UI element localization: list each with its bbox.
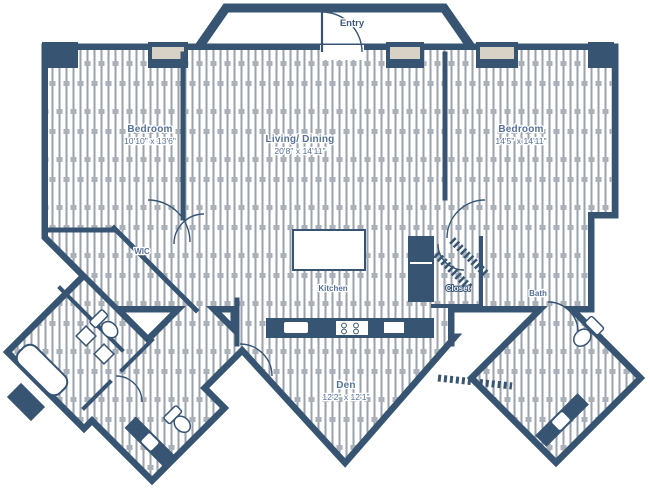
bedroom-right-dims: 14'5" x 14'11"	[495, 136, 546, 146]
stove-icon	[336, 321, 368, 335]
sink-icon	[552, 412, 570, 430]
wing-door-arc	[115, 375, 143, 403]
fridge-icon	[408, 236, 434, 302]
closet-hanger-rods	[433, 237, 513, 390]
den-label: Den	[336, 380, 356, 391]
bedroom-left-door-arc	[147, 199, 191, 243]
hall-door-arc	[173, 213, 205, 245]
bath-door-arc	[547, 301, 579, 333]
sink-icon	[284, 322, 308, 333]
living-dining-label: Living/ Dining	[266, 134, 335, 145]
sink-icon	[75, 325, 97, 347]
bedroom-left-label: Bedroom	[127, 124, 172, 135]
sink-icon	[141, 433, 159, 451]
bedroom-right-door-arc	[446, 199, 486, 239]
shower-icon	[6, 382, 46, 422]
den-dims: 12'2" x 12'1"	[322, 392, 369, 402]
bath-label: Bath	[529, 289, 547, 298]
kitchen-label: Kitchen	[318, 284, 347, 293]
entry-opening	[320, 45, 364, 60]
den-door-arc	[239, 343, 273, 377]
interior-walls	[45, 51, 483, 411]
closet-label: Closet	[446, 284, 471, 293]
room-labels: Entry Bedroom 10'10" x 13'6" Living/ Din…	[123, 17, 549, 404]
tan-infill-blocks	[152, 47, 514, 59]
bathtub-icon	[15, 343, 69, 397]
dishwasher-icon	[384, 322, 404, 333]
floor-hatching	[12, 50, 636, 476]
bedroom-left-dims: 10'10" x 13'6"	[124, 136, 176, 146]
hanger-rod-icon	[437, 374, 513, 390]
entry-door-arc	[321, 11, 363, 53]
kitchen-island	[292, 229, 366, 271]
hanger-rod-icon	[449, 237, 489, 277]
toilet-icon	[584, 315, 605, 336]
hanger-rod-icon	[433, 251, 473, 291]
living-dining-dims: 20'8" x 14'11"	[274, 146, 325, 156]
bath-fixtures	[6, 309, 605, 468]
kitchen-fixtures	[266, 229, 434, 338]
toilet-icon	[89, 309, 109, 329]
closet-door-arc	[437, 243, 465, 271]
bedroom-right-label: Bedroom	[498, 124, 543, 135]
entry-label: Entry	[340, 18, 365, 29]
sink-icon	[93, 343, 115, 365]
wic-label: WIC	[134, 247, 150, 256]
door-swings	[115, 11, 579, 403]
